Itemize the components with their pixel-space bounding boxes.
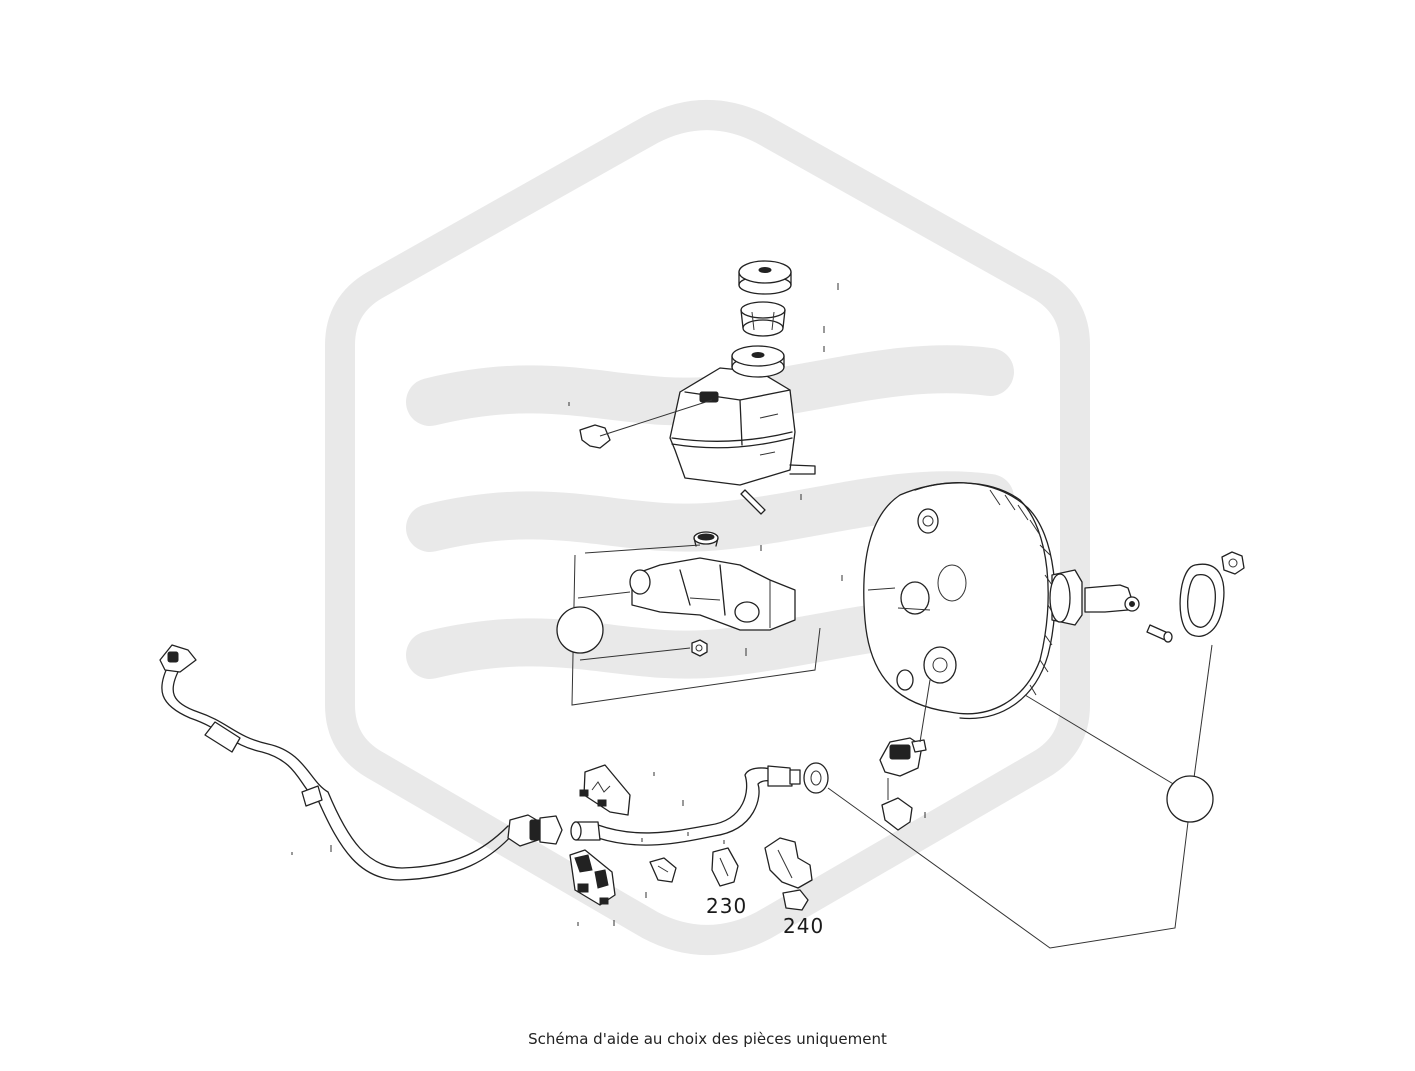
diagram-caption: Schéma d'aide au choix des pièces unique…: [528, 1030, 887, 1048]
part-240-bracket[interactable]: [764, 837, 813, 911]
vacuum-hose-short[interactable]: [570, 765, 801, 846]
vacuum-sensor[interactable]: [879, 679, 931, 800]
part-label-240: 240: [783, 914, 824, 938]
booster-gasket[interactable]: [1179, 563, 1225, 637]
booster-stud-bolt[interactable]: [1146, 624, 1173, 643]
multi-clip-holder[interactable]: [569, 849, 616, 906]
callout-circle-right[interactable]: [827, 644, 1214, 949]
callout-circle-left[interactable]: [556, 606, 604, 654]
sensor-clip[interactable]: [881, 797, 913, 831]
part-230-clip[interactable]: [711, 847, 739, 887]
check-valve-grommet[interactable]: [803, 762, 829, 794]
grommet[interactable]: [693, 531, 719, 547]
brake-fluid-reservoir[interactable]: [669, 345, 816, 486]
part-label-230: 230: [706, 894, 747, 918]
small-clip[interactable]: [649, 857, 677, 883]
hose-clip-rail[interactable]: [579, 764, 631, 816]
master-cylinder[interactable]: [629, 557, 796, 631]
filter-strainer[interactable]: [740, 301, 786, 337]
level-sensor-clip[interactable]: [579, 399, 713, 449]
leader-ticks: [291, 283, 926, 926]
master-cylinder-nut[interactable]: [691, 639, 708, 657]
hex-nut[interactable]: [1221, 551, 1245, 575]
brake-booster[interactable]: [863, 482, 1140, 720]
reservoir-cap[interactable]: [738, 260, 792, 295]
reservoir-pin[interactable]: [740, 489, 766, 515]
vacuum-hose-left[interactable]: [159, 644, 563, 881]
